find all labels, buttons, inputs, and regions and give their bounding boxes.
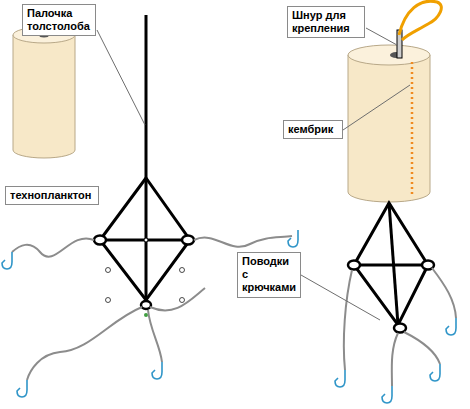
hooks	[2, 230, 456, 403]
callout-label: кембрик	[288, 123, 338, 136]
right-rig	[348, 203, 434, 333]
callout-box: кембрик	[283, 120, 343, 139]
left-rig	[94, 15, 194, 317]
callout-box: Поводки с крючками	[237, 252, 301, 298]
callout-box: Шнур для крепления	[287, 6, 365, 38]
callout-leaders	[97, 28, 410, 320]
selection-dots	[106, 268, 185, 303]
callout-box: технопланктон	[5, 186, 99, 205]
callout-label: Палочка толстолоба	[27, 7, 91, 33]
callout-label: Поводки с крючками	[242, 255, 296, 295]
tie-cord	[399, 1, 441, 40]
callout-label: технопланктон	[10, 189, 94, 202]
callout-label: Шнур для крепления	[292, 9, 360, 35]
right-leaders	[344, 268, 456, 386]
bait-cylinder	[348, 30, 430, 202]
plankton-cylinder	[13, 27, 75, 158]
callout-box: Палочка толстолоба	[22, 4, 96, 36]
